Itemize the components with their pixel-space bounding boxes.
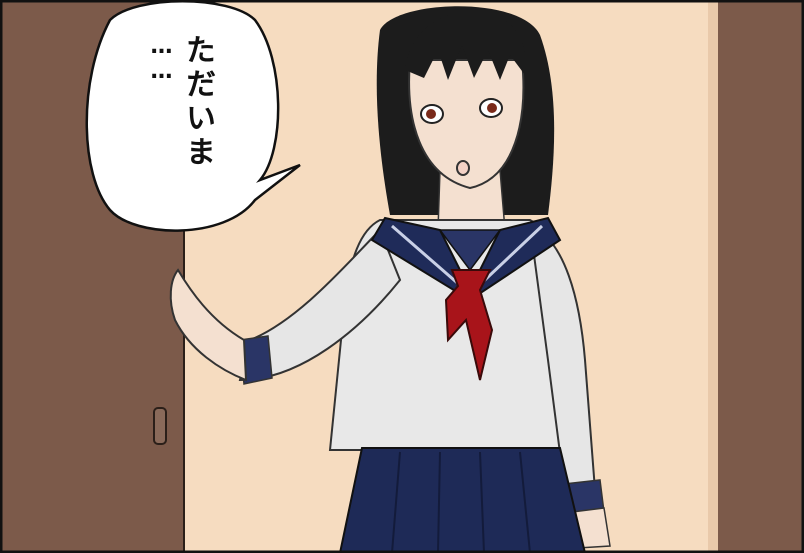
skirt [338, 447, 587, 553]
face [408, 59, 525, 190]
speech-line-1: ただいま [180, 34, 215, 170]
right-door-frame [708, 0, 718, 553]
speech-line-2: …… [149, 34, 174, 84]
door-handle [153, 407, 167, 445]
left-hand [169, 268, 248, 382]
sailor-collar [370, 216, 562, 302]
right-door [718, 0, 804, 553]
mouth [456, 160, 470, 176]
red-scarf [444, 269, 494, 381]
left-sleeve [238, 228, 402, 382]
hair-bangs [405, 11, 526, 80]
speech-bubble-text: ただいま …… [126, 34, 236, 214]
speech-bubble [85, 0, 301, 232]
